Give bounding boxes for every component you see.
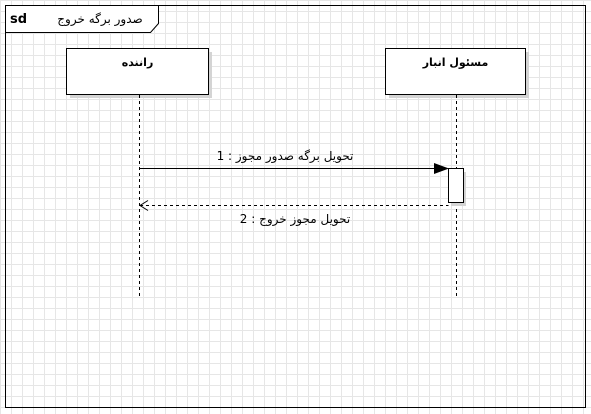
message-2-label: تحویل مجوز خروج : 2 — [240, 212, 350, 227]
message-1-arrowhead — [434, 163, 449, 174]
frame-title-tab — [5, 5, 159, 33]
frame-keyword: sd — [10, 12, 27, 27]
lifeline-warehouse-box[interactable] — [385, 48, 526, 95]
lifeline-driver-box[interactable] — [66, 48, 209, 95]
frame-name: صدور برگه خروج — [57, 12, 142, 27]
message-2-arrowhead — [139, 200, 149, 211]
activation-bar — [448, 168, 464, 203]
frame-title: sd — [10, 12, 27, 27]
message-1-label: تحویل برگه صدور مجوز : 1 — [217, 149, 354, 164]
lifeline-warehouse-label: مسئول انبار — [422, 56, 489, 69]
lifeline-driver-label: راننده — [122, 56, 154, 69]
diagram-frame — [5, 5, 586, 408]
